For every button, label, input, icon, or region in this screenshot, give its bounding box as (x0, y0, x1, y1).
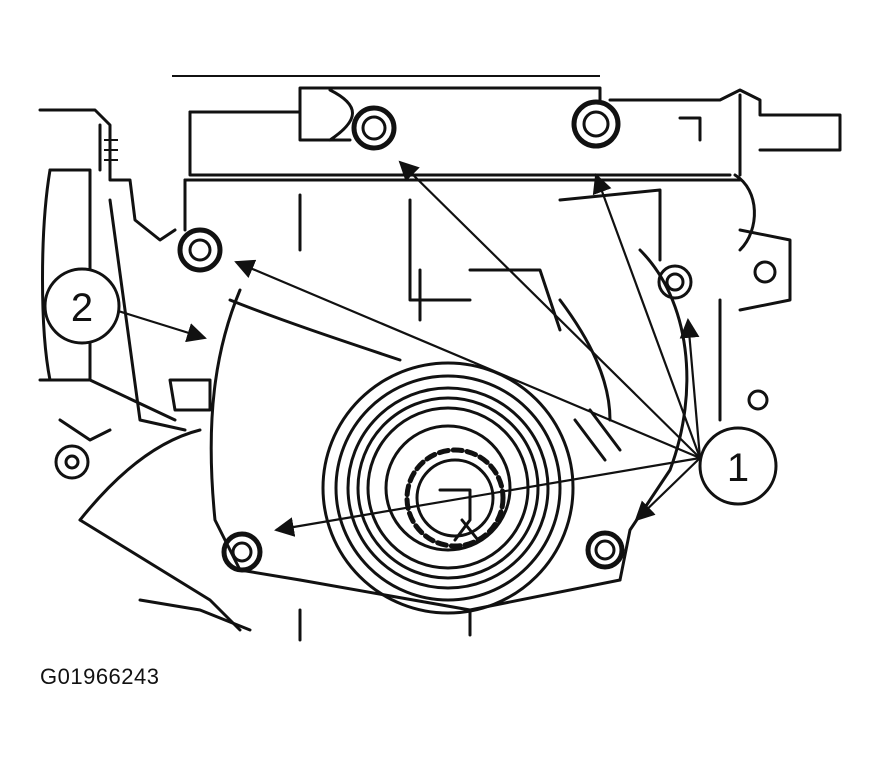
callout-2-leader (114, 308, 207, 343)
engine-block (172, 75, 842, 422)
bolt-top-right (571, 99, 621, 149)
callout-1-leaders (234, 160, 702, 537)
bolt-left (177, 227, 223, 273)
left-side-housing (38, 108, 252, 632)
dowel-pin (747, 260, 777, 411)
callout-1: 1 (698, 426, 778, 506)
front-cover (209, 248, 689, 642)
bolt-top-center (351, 105, 397, 151)
callout-1-label: 1 (727, 446, 749, 490)
callout-2-label: 2 (71, 286, 93, 330)
bolt-right-side (657, 264, 693, 300)
bolt-bottom-left (221, 531, 263, 573)
figure-code: G01966243 (40, 664, 160, 689)
bolt-bottom-right (585, 530, 625, 570)
crankshaft-seal (321, 361, 575, 615)
callout-2: 2 (43, 267, 121, 345)
crankshaft-spline (404, 447, 506, 549)
